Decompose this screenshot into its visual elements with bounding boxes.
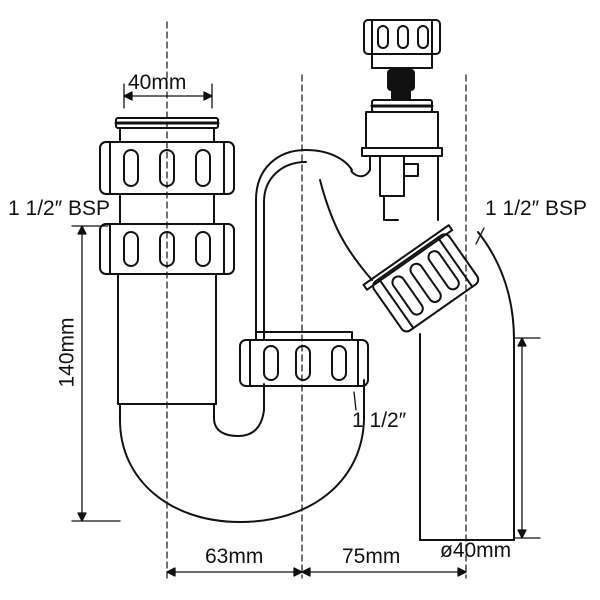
dimension-lines bbox=[71, 83, 541, 577]
label-offset-b: 75mm bbox=[342, 545, 401, 568]
label-top-width: 40mm bbox=[128, 71, 187, 94]
inlet-assembly bbox=[99, 117, 235, 405]
middle-nut bbox=[239, 331, 369, 387]
label-height: 140mm bbox=[55, 317, 79, 388]
u-bend bbox=[119, 149, 365, 523]
label-inlet-thread: 1 1/2″ BSP bbox=[8, 197, 110, 220]
outlet-assembly bbox=[319, 19, 515, 541]
lower-nut bbox=[99, 223, 235, 275]
label-outlet-diameter: ø40mm bbox=[440, 539, 512, 562]
label-trap-size: 1 1/2″ bbox=[352, 409, 407, 432]
center-lines bbox=[166, 21, 467, 579]
label-offset-a: 63mm bbox=[205, 545, 264, 568]
label-outlet-thread: 1 1/2″ BSP bbox=[485, 197, 587, 220]
